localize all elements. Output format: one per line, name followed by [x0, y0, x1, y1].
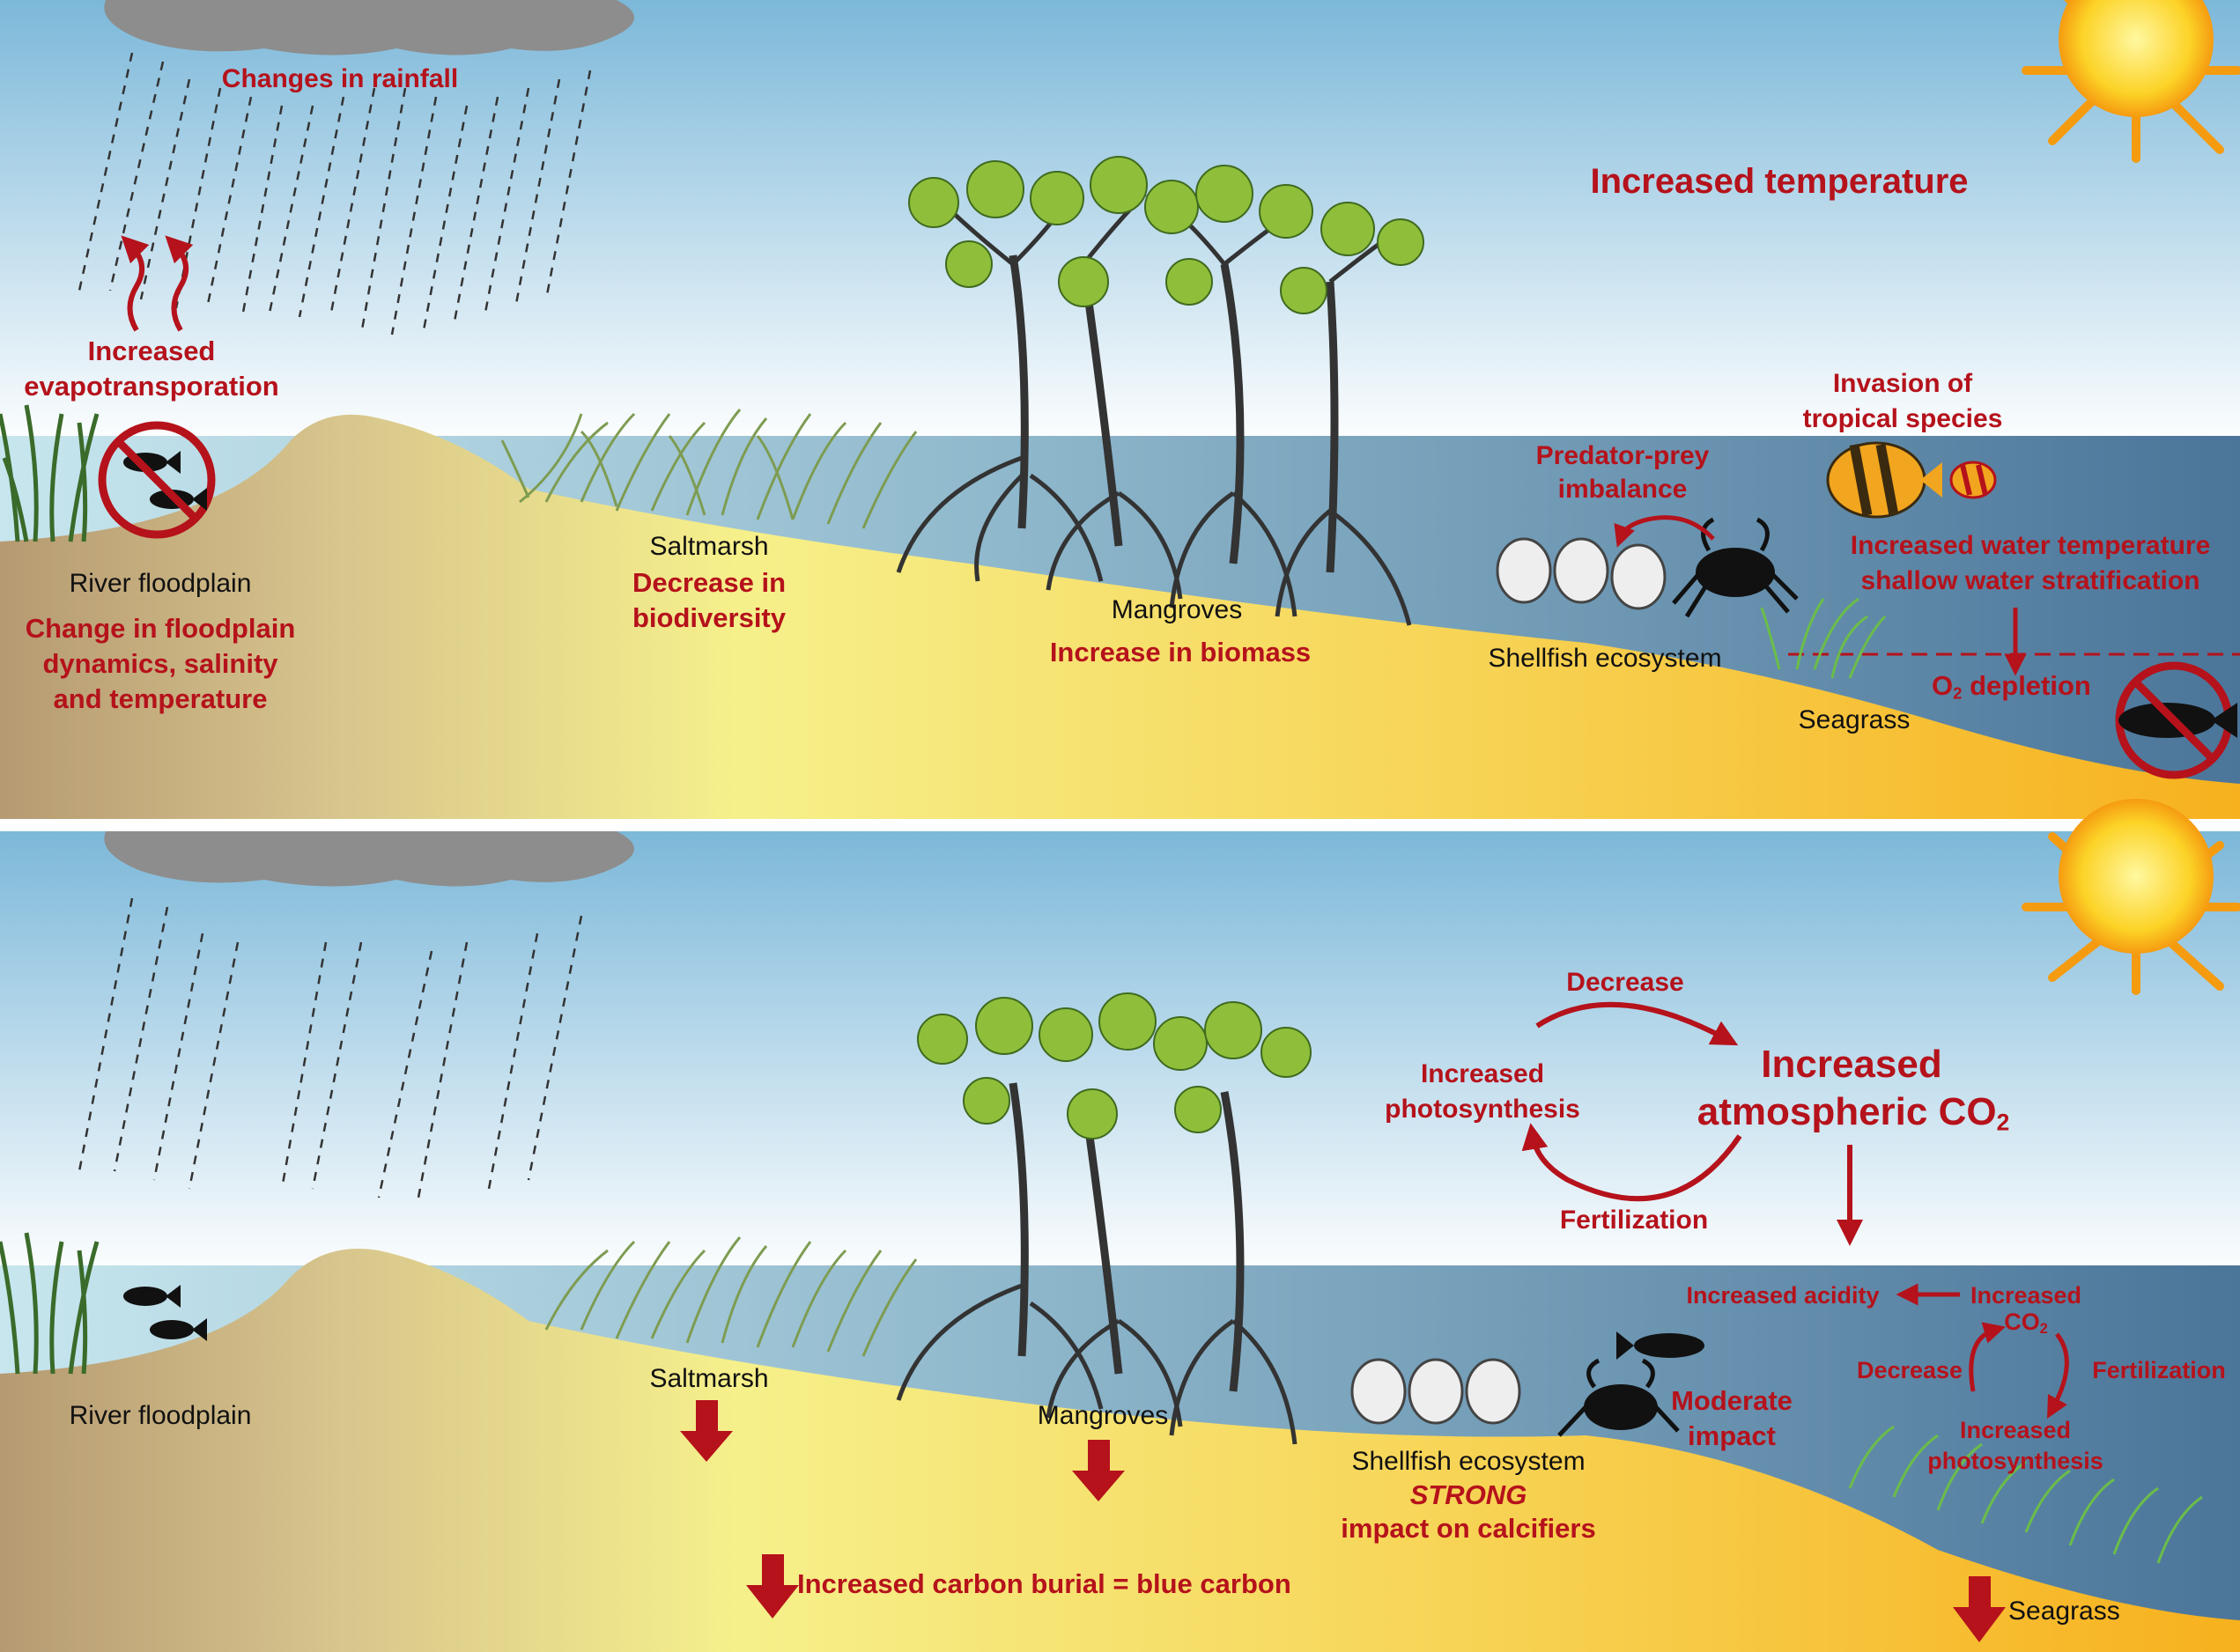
increased-co2-2: CO2 [2004, 1309, 2048, 1338]
cycle-left-1: Increased [1420, 1059, 1545, 1088]
predator-prey-1: Predator-prey [1535, 441, 1710, 470]
crab-icon-2 [1557, 1358, 1680, 1437]
floodplain-name: River floodplain [69, 569, 252, 598]
cycle-top-label: Decrease [1566, 968, 1684, 997]
sun-icon-2 [2022, 799, 2240, 995]
fish-icon-bay [1616, 1331, 1704, 1360]
mangrove-trees-2 [896, 992, 1312, 1445]
shellfish-strong: STRONG [1409, 1479, 1527, 1510]
no-fish-sign-icon [98, 421, 216, 539]
oyster-shells-2 [1350, 1358, 1521, 1425]
evaporation-arrows [121, 235, 194, 332]
saltmarsh-grass [500, 409, 918, 529]
tropical-fish-icon [1826, 441, 1997, 519]
small-photo-2: photosynthesis [1927, 1448, 2103, 1474]
saltmarsh-effect-2: biodiversity [632, 602, 786, 633]
carbon-burial-label: Increased carbon burial = blue carbon [797, 1568, 1291, 1599]
small-decrease-label: Decrease [1856, 1357, 1963, 1383]
crab-icon [1672, 517, 1799, 618]
temperature-label: Increased temperature [1590, 162, 1969, 201]
invasion-1: Invasion of [1832, 369, 1973, 398]
seagrass-name-2: Seagrass [2008, 1597, 2120, 1626]
o2-depletion-label: O2 depletion [1932, 670, 2091, 703]
rain-label: Changes in rainfall [221, 64, 459, 93]
mangrove-trees [896, 156, 1424, 626]
saltmarsh-name: Saltmarsh [649, 532, 769, 561]
storm-cloud-2 [104, 831, 635, 887]
small-fertilization-label: Fertilization [2092, 1357, 2226, 1383]
small-fertilization-arrow [2047, 1332, 2069, 1419]
no-trout-sign-icon [2115, 661, 2237, 779]
bottom-seagrass [1848, 1425, 2203, 1564]
oyster-shells [1496, 537, 1667, 610]
mangroves-name-2: Mangroves [1037, 1401, 1169, 1430]
floodplain-grass-2 [0, 1232, 100, 1375]
top-sand [0, 414, 2240, 819]
fish-icons [123, 1285, 207, 1341]
panel-divider [0, 819, 2240, 831]
saltmarsh-name-2: Saltmarsh [649, 1364, 769, 1393]
storm-cloud [104, 0, 635, 55]
bottom-panel [0, 799, 2240, 1652]
cycle-bottom-label: Fertilization [1559, 1206, 1709, 1235]
bottom-sand [0, 1249, 2240, 1652]
small-photo-1: Increased [1959, 1417, 2072, 1443]
floodplain-effect-2: dynamics, salinity [42, 648, 278, 679]
top-seagrass [1760, 597, 1887, 679]
invasion-2: tropical species [1802, 404, 2003, 433]
evap-label-1: Increased [87, 336, 216, 366]
floodplain-effect-3: and temperature [53, 683, 268, 714]
small-decrease-arrow [1969, 1322, 2007, 1392]
saltmarsh-effect-1: Decrease in [632, 567, 787, 598]
cycle-fertilization-arrow [1521, 1123, 1742, 1202]
floodplain-effect-1: Change in floodplain [25, 613, 296, 644]
acidity-label: Increased acidity [1686, 1282, 1880, 1309]
shellfish-impact: impact on calcifiers [1341, 1513, 1596, 1544]
moderate-1: Moderate [1671, 1385, 1793, 1416]
shellfish-name-2: Shellfish ecosystem [1351, 1447, 1586, 1476]
increased-co2-1: Increased [1970, 1282, 2082, 1309]
co2-heading-1: Increased [1761, 1043, 1942, 1086]
burial-arrows [680, 1400, 2006, 1642]
sun-icon [2022, 0, 2240, 163]
predator-prey-2: imbalance [1557, 475, 1688, 504]
evap-label-2: evapotransporation [24, 371, 279, 402]
saltmarsh-grass-2 [544, 1236, 918, 1357]
floodplain-name-2: River floodplain [69, 1401, 252, 1430]
floodplain-grass [0, 404, 100, 542]
cycle-decrease-arrow [1535, 1001, 1739, 1046]
moderate-2: impact [1688, 1420, 1776, 1451]
co2-heading-2: atmospheric CO2 [1697, 1090, 2010, 1136]
mangroves-effect: Increase in biomass [1049, 637, 1312, 667]
seagrass-name: Seagrass [1798, 705, 1911, 734]
water-temp-1: Increased water temperature [1850, 531, 2211, 560]
mangroves-name: Mangroves [1111, 595, 1243, 624]
top-panel [0, 0, 2240, 819]
rain-streaks-2 [78, 897, 583, 1198]
water-temp-2: shallow water stratification [1860, 566, 2200, 595]
cycle-left-2: photosynthesis [1385, 1095, 1580, 1124]
predator-prey-arrow [1614, 515, 1715, 548]
shellfish-name: Shellfish ecosystem [1488, 644, 1722, 673]
